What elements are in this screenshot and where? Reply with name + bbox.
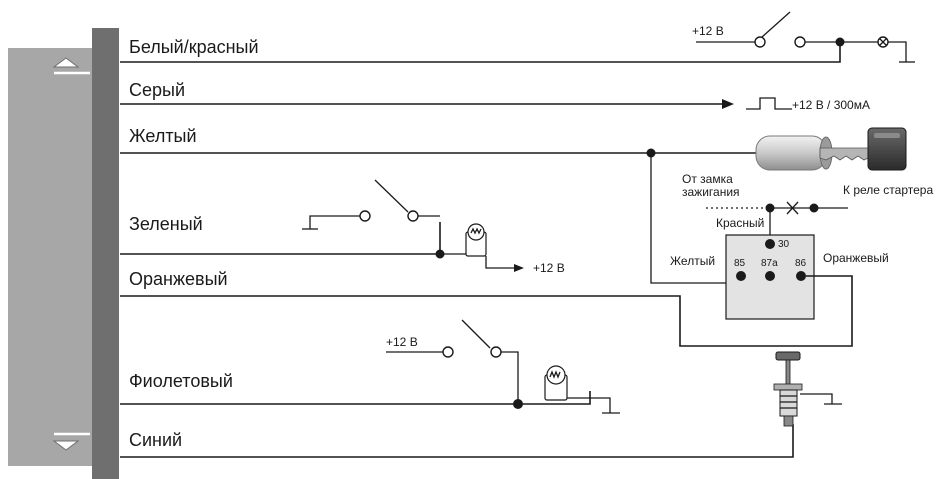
orange-circuit	[120, 275, 853, 347]
switch-icon	[754, 11, 806, 48]
to-starter-relay-label: К реле стартера	[843, 183, 933, 197]
blue-circuit	[120, 351, 842, 458]
from-ignition-label-1: От замка	[682, 172, 733, 186]
wire-label-white-red: Белый/красный	[129, 37, 259, 57]
connector-block	[8, 28, 119, 479]
connector-edge	[92, 28, 119, 479]
arrow-right-icon	[722, 99, 734, 109]
wire-label-green: Зеленый	[129, 214, 203, 234]
wire-label-blue: Синий	[129, 430, 182, 450]
arrow-right-icon	[514, 264, 524, 272]
pulse-spec-label: +12 В / 300мА	[792, 98, 870, 112]
wire-label-yellow: Желтый	[129, 126, 197, 146]
wire-label-gray: Серый	[129, 80, 185, 100]
plus12-label-top: +12 В	[692, 24, 724, 38]
green-circuit: +12 В	[120, 179, 565, 275]
junction-dot	[835, 37, 845, 47]
plus12-label-violet: +12 В	[386, 335, 418, 349]
pin-85-label: 85	[734, 258, 746, 269]
white-red-circuit: +12 В	[120, 11, 915, 63]
red-wire-label: Красный	[716, 216, 764, 230]
pin-87a-label: 87a	[761, 258, 778, 269]
junction-dot	[809, 203, 819, 213]
switch-icon	[359, 179, 419, 222]
lamp-icon	[465, 223, 487, 257]
junction-dot	[513, 399, 523, 409]
relay-yellow-label: Желтый	[670, 254, 715, 268]
switch-icon	[442, 319, 502, 358]
pulse-icon	[746, 97, 792, 110]
plus12-label-green: +12 В	[533, 261, 565, 275]
connector-body	[8, 48, 92, 466]
hood-pin-switch-icon	[773, 351, 803, 427]
relay-orange-label: Оранжевый	[823, 251, 889, 265]
pin-86-label: 86	[795, 258, 807, 269]
cut-mark-icon	[786, 201, 799, 215]
from-ignition-label-2: зажигания	[682, 185, 740, 199]
starter-circuit: От замка зажигания К реле стартера Красн…	[682, 172, 933, 242]
arrow-up-icon	[52, 57, 90, 75]
wire-label-violet: Фиолетовый	[129, 371, 233, 391]
lamp-icon	[544, 365, 568, 401]
wire-label-orange: Оранжевый	[129, 269, 228, 289]
yellow-circuit	[120, 148, 756, 284]
violet-circuit: +12 В	[120, 319, 620, 414]
pin-30-label: 30	[778, 239, 790, 250]
gray-circuit: +12 В / 300мА	[120, 97, 870, 112]
arrow-down-icon	[52, 432, 90, 451]
lamp-icon	[877, 36, 889, 48]
ignition-key-icon	[755, 127, 907, 171]
relay-icon: 30 85 87a 86 Желтый Оранжевый	[670, 234, 889, 320]
